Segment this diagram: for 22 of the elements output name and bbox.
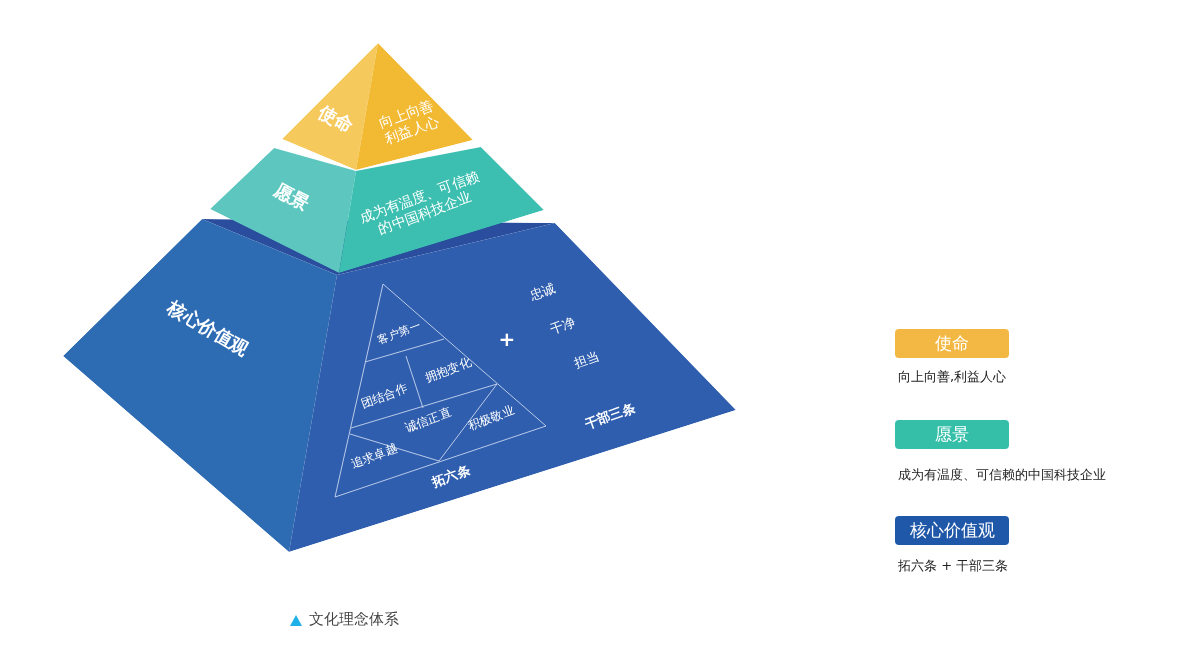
tier-text: 成为有温度、可信赖的中国科技企业 — [356, 166, 482, 239]
tier-text: 干净 — [548, 314, 578, 338]
tier-title: 使命 — [315, 101, 357, 137]
tier-title: 愿景 — [271, 179, 313, 215]
value-text: 拥抱变化 — [423, 355, 473, 385]
legend-badge: 核心价值观 — [895, 516, 1009, 545]
legend-description: 成为有温度、可信赖的中国科技企业 — [898, 466, 1106, 484]
legend-description: 拓六条 + 干部三条 — [898, 557, 1009, 575]
caption: 文化理念体系 — [309, 610, 399, 629]
tier-text: 忠诚 — [528, 280, 558, 304]
tier-title: 核心价值观 — [163, 296, 253, 360]
tier-text: + — [498, 327, 516, 351]
tier-text: 担当 — [572, 348, 602, 372]
value-text: 积极敬业 — [466, 403, 516, 433]
triangle-caption: 拓六条 — [430, 462, 472, 490]
legend-badge: 愿景 — [895, 420, 1009, 449]
legend-badge: 使命 — [895, 329, 1009, 358]
value-text: 追求卓越 — [349, 441, 399, 471]
tier-text: 向上向善利益人心 — [375, 96, 442, 148]
legend-description: 向上向善,利益人心 — [898, 368, 1007, 386]
value-text: 客户第一 — [376, 319, 422, 347]
tier-subtitle: 干部三条 — [582, 399, 638, 433]
